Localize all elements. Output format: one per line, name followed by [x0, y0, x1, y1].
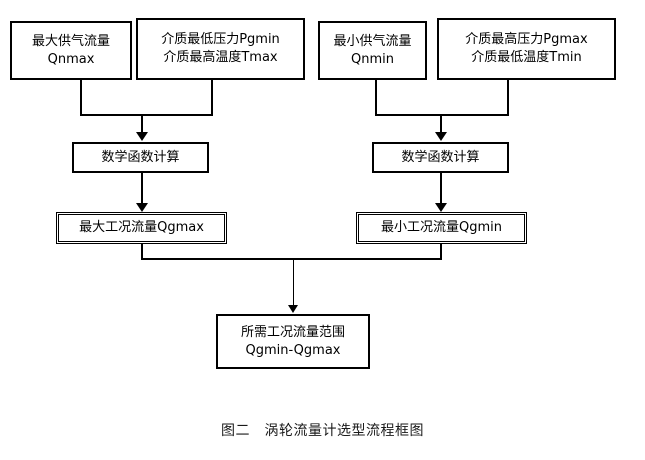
node-math-calc-right-line1: 数学函数计算 — [401, 149, 480, 165]
connector-left-merge-to-calc — [141, 114, 143, 134]
arrowhead-calc-left-to-qgmax — [136, 203, 148, 212]
node-max-pressure-min-temp-line2: 介质最低温度Tmin — [471, 50, 582, 65]
arrowhead-calc-right-to-qgmin — [435, 203, 447, 212]
connector-left-merge-bar — [80, 114, 213, 116]
node-max-pressure-min-temp: 介质最高压力Pgmax 介质最低温度Tmin — [437, 18, 616, 80]
arrowhead-right-merge-to-calc — [435, 132, 447, 141]
node-math-calc-right: 数学函数计算 — [372, 142, 509, 173]
connector-right-merge-to-calc — [440, 114, 442, 134]
node-required-range-line2: Qgmin-Qgmax — [245, 342, 341, 358]
node-max-working-flow: 最大工况流量Qgmax — [56, 212, 227, 244]
node-min-working-flow: 最小工况流量Qgmin — [356, 212, 527, 244]
node-min-pressure-max-temp-line2: 介质最高温度Tmax — [163, 50, 278, 65]
node-required-range-line1: 所需工况流量范围 — [240, 324, 345, 340]
connector-calc-left-to-qgmax — [141, 173, 143, 205]
connector-calc-right-to-qgmin — [440, 173, 442, 205]
node-min-pressure-max-temp-line1: 介质最低压力Pgmin — [161, 32, 280, 48]
connector-qgmin-drop — [440, 244, 442, 260]
node-max-supply-flow-line2: Qnmax — [47, 51, 95, 67]
connector-bottom-merge-bar — [141, 258, 442, 260]
connector-max-pressure-min-temp-drop — [507, 80, 509, 116]
figure-caption: 图二 涡轮流量计选型流程框图 — [221, 423, 424, 439]
connector-qgmax-drop — [141, 244, 143, 260]
connector-max-supply-flow-drop — [80, 80, 82, 116]
node-min-supply-flow-line2: Qnmin — [351, 51, 394, 67]
connector-min-pressure-max-temp-drop — [211, 80, 213, 116]
connector-right-merge-bar — [375, 114, 509, 116]
node-max-supply-flow-line1: 最大供气流量 — [31, 33, 110, 49]
node-min-supply-flow: 最小供气流量 Qnmin — [318, 21, 427, 80]
arrowhead-bottom-merge-to-result — [288, 305, 298, 313]
node-required-range: 所需工况流量范围 Qgmin-Qgmax — [216, 314, 370, 369]
node-min-pressure-max-temp: 介质最低压力Pgmin 介质最高温度Tmax — [136, 18, 305, 80]
node-math-calc-left-line1: 数学函数计算 — [101, 149, 180, 165]
node-math-calc-left: 数学函数计算 — [72, 142, 209, 173]
connector-bottom-merge-to-result — [293, 258, 294, 308]
node-max-pressure-min-temp-line1: 介质最高压力Pgmax — [465, 32, 588, 48]
connector-min-supply-flow-drop — [375, 80, 377, 116]
node-min-supply-flow-line1: 最小供气流量 — [333, 33, 412, 49]
node-max-working-flow-line1: 最大工况流量Qgmax — [79, 220, 204, 236]
node-min-working-flow-line1: 最小工况流量Qgmin — [381, 220, 502, 236]
node-max-supply-flow: 最大供气流量 Qnmax — [10, 21, 132, 80]
arrowhead-left-merge-to-calc — [136, 132, 148, 141]
